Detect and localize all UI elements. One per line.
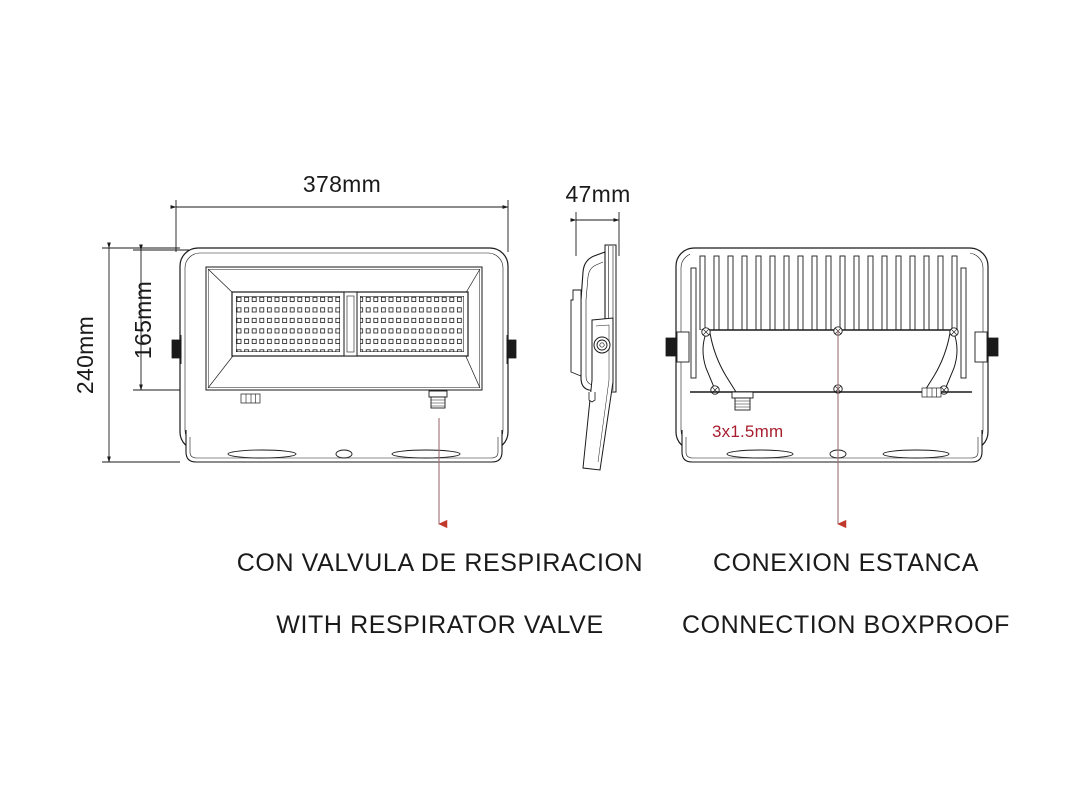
front-view <box>171 247 517 463</box>
cable-gland-icon <box>731 391 754 411</box>
breather-valve-icon <box>428 390 448 409</box>
caption-right-english: CONNECTION BOXPROOF <box>682 611 1010 639</box>
side-housing-body-inner <box>585 261 604 388</box>
front-led-array-left <box>236 296 340 352</box>
screw-top-left <box>701 327 711 337</box>
bracket-slot-left <box>227 449 297 459</box>
screw-top-right <box>949 327 959 337</box>
side-heatsink-block <box>570 289 582 377</box>
dimension-depth-47 <box>570 212 620 256</box>
dimension-lines-side <box>570 212 620 256</box>
rear-heatsink-fins <box>699 255 958 330</box>
cable-spec-note: 3x1.5mm <box>712 422 783 441</box>
front-lens-frame-inner <box>208 269 480 388</box>
screw-bottom-left <box>710 385 720 395</box>
dimension-label-width: 378mm <box>303 171 381 197</box>
front-led-center-divider <box>343 291 358 357</box>
dimension-label-height: 240mm <box>72 316 98 394</box>
rear-bracket-slot-right <box>882 449 950 459</box>
rear-mounting-tab-right <box>974 331 999 363</box>
caption-left-english: WITH RESPIRATOR VALVE <box>276 611 603 639</box>
front-product-label <box>240 393 261 404</box>
rear-mounting-tab-left <box>665 331 690 363</box>
rear-mounting-bracket <box>681 430 983 463</box>
rear-fin-rail-right <box>960 267 967 379</box>
side-view <box>570 244 617 471</box>
front-led-array-right <box>360 296 464 352</box>
rear-fin-rail-left <box>690 267 697 379</box>
dimension-lines-front <box>102 200 509 463</box>
rear-support-gussets <box>702 332 958 393</box>
side-mounting-bracket-inner <box>595 324 610 463</box>
front-mounting-bracket <box>185 430 503 463</box>
side-mounting-bracket <box>582 317 614 471</box>
dimension-label-inner-height: 165mm <box>130 281 156 359</box>
rear-product-label <box>921 387 942 398</box>
bracket-hole-center <box>335 449 353 459</box>
side-pivot-bolt <box>593 336 611 354</box>
caption-right-spanish: CONEXION ESTANCA <box>713 549 979 577</box>
side-cable-gland-icon <box>588 392 596 403</box>
dimension-width-378 <box>170 200 509 252</box>
front-mounting-tab-left <box>171 335 182 364</box>
caption-left-spanish: CON VALVULA DE RESPIRACION <box>237 549 643 577</box>
dimension-label-depth: 47mm <box>565 181 630 207</box>
bracket-slot-right <box>391 449 461 459</box>
rear-bracket-slot-left <box>726 449 794 459</box>
rear-view <box>665 247 999 463</box>
front-mounting-tab-right <box>506 335 517 364</box>
